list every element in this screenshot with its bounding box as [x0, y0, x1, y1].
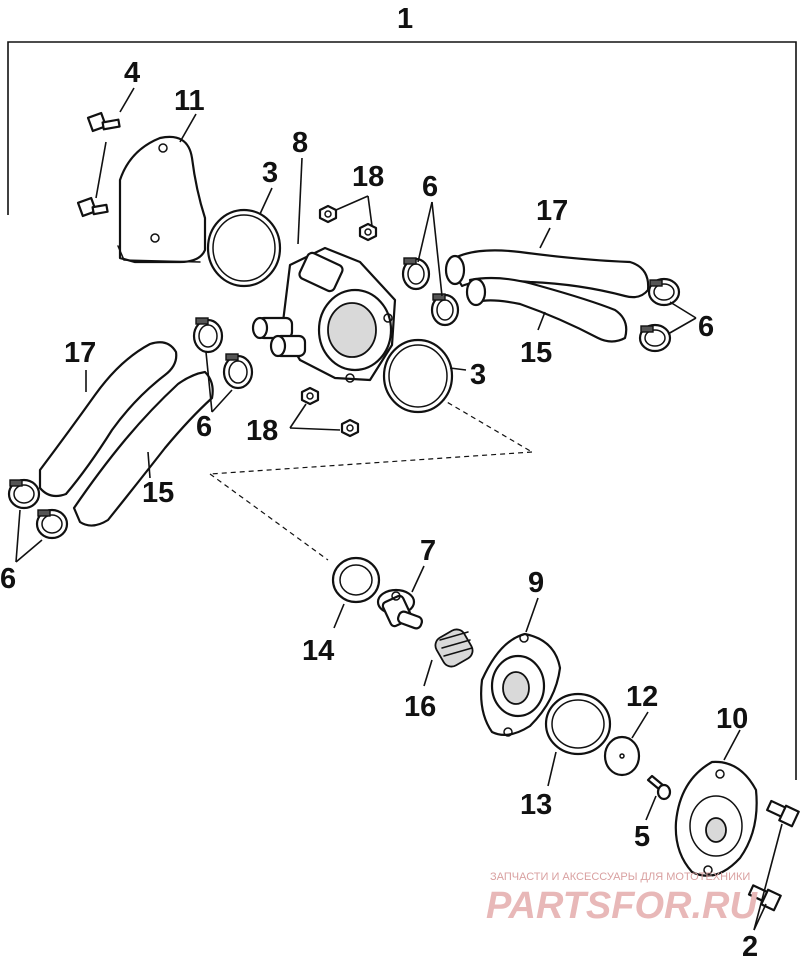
watermark-tagline: ЗАПЧАСТИ И АКСЕССУАРЫ ДЛЯ МОТОТЕХНИКИ	[490, 871, 750, 883]
spring	[434, 628, 474, 668]
watermark-logo: PARTSFOR.RU	[486, 885, 758, 927]
clamp-upper-4	[638, 323, 672, 353]
clamp-left-3	[7, 478, 41, 510]
callout-11: 11	[174, 85, 205, 117]
callout-8: 8	[292, 127, 308, 159]
thermostat-housing	[251, 246, 397, 383]
valve-cover-9	[480, 632, 562, 737]
clamp-left-4	[35, 508, 69, 540]
nut-lower-left	[300, 386, 320, 406]
callout-15-upper: 15	[520, 337, 552, 369]
callout-16: 16	[404, 691, 436, 723]
hose-left-15	[72, 370, 214, 527]
nut-upper-left	[318, 204, 338, 224]
clamp-upper-3	[647, 277, 681, 307]
clamp-left-2	[222, 353, 254, 390]
callout-1: 1	[397, 3, 413, 35]
callout-3-lower: 3	[470, 359, 486, 391]
callout-5: 5	[634, 821, 650, 853]
callout-17-upper: 17	[536, 195, 568, 227]
callout-6-mid: 6	[196, 411, 212, 443]
hose-left-17	[38, 341, 178, 498]
nut-lower-right	[340, 418, 360, 438]
diaphragm	[544, 692, 612, 756]
leader-lines	[15, 87, 783, 931]
hose-upper-right-17	[444, 249, 650, 299]
screw	[646, 774, 672, 801]
disc-plate	[603, 735, 641, 777]
callout-7: 7	[420, 535, 436, 567]
clamp-upper-1	[401, 257, 431, 291]
callout-6-right: 6	[698, 311, 714, 343]
callout-10: 10	[716, 703, 748, 735]
o-ring-lower	[382, 338, 454, 414]
bolt-lower	[76, 196, 109, 218]
callout-18-lower: 18	[246, 415, 278, 447]
callout-17-left: 17	[64, 337, 96, 369]
assembly-dashed-lines	[209, 397, 533, 561]
callout-9: 9	[528, 567, 544, 599]
hose-upper-right-15	[465, 276, 628, 343]
callout-12: 12	[626, 681, 658, 713]
bracket-plate	[117, 135, 207, 264]
bolt-cover-lower	[747, 884, 782, 912]
callout-6-upper: 6	[422, 171, 438, 203]
thermostat	[376, 588, 424, 630]
o-ring-upper	[206, 208, 282, 288]
clamp-left-1	[192, 317, 224, 354]
callout-2: 2	[742, 931, 758, 962]
watermark: ЗАПЧАСТИ И АКСЕССУАРЫ ДЛЯ МОТОТЕХНИКИ PA…	[486, 871, 758, 927]
callout-13: 13	[520, 789, 552, 821]
callout-3-upper: 3	[262, 157, 278, 189]
callout-labels: 1 4 11 8 3 18 6 17 6 15 3 17 6 18 15 6 7…	[0, 3, 758, 962]
callout-14: 14	[302, 635, 334, 667]
nut-upper-right	[358, 222, 378, 242]
callout-4: 4	[124, 57, 140, 89]
callout-15-left: 15	[142, 477, 174, 509]
callout-6-left: 6	[0, 563, 16, 595]
seal-ring	[331, 556, 381, 604]
callout-18-upper: 18	[352, 161, 384, 193]
housing-cover-10	[674, 760, 758, 877]
assembly-bracket	[7, 41, 797, 780]
bolt-upper	[86, 111, 121, 133]
bolt-cover-upper	[766, 799, 800, 828]
clamp-upper-2	[430, 293, 460, 327]
